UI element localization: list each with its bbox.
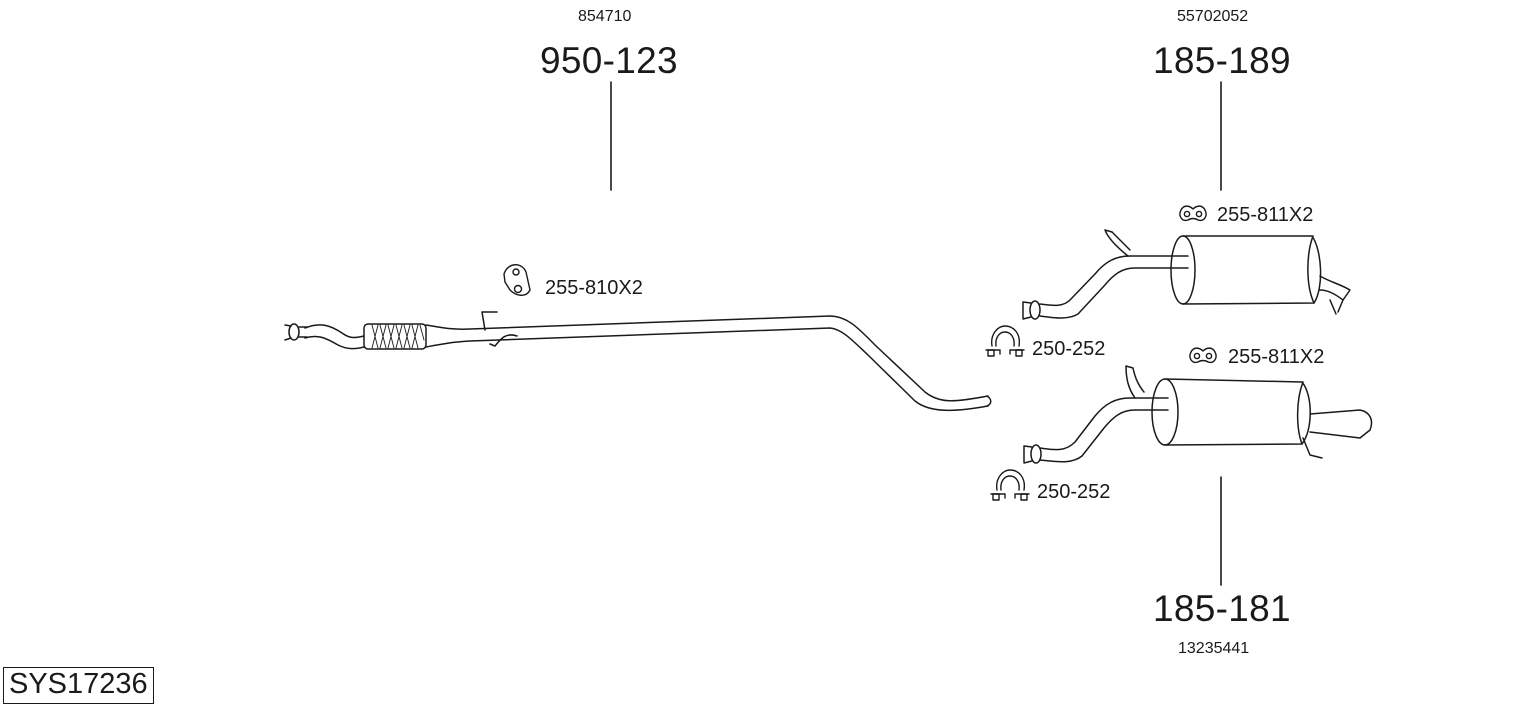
rubber-hanger-icon (503, 264, 531, 296)
accessory-label: 250-252 (1032, 338, 1106, 360)
accessory-label: 255-811X2 (1217, 204, 1314, 226)
rubber-mount-icon-b (1189, 347, 1217, 364)
part-number-label: 185-189 (1153, 40, 1291, 81)
part-number-label: 185-181 (1153, 588, 1291, 629)
accessory-label: 255-810X2 (545, 277, 643, 299)
oe-number-label: 854710 (578, 8, 632, 25)
rear-box-185-181-drawing (1023, 365, 1373, 464)
system-code-box: SYS17236 (3, 667, 154, 704)
accessory-label: 250-252 (1037, 481, 1111, 503)
rubber-mount-icon-a (1179, 205, 1207, 222)
oe-number-label: 13235441 (1178, 640, 1250, 657)
pipe-clamp-icon-b (990, 469, 1030, 501)
oe-number-label: 55702052 (1177, 8, 1249, 25)
pipe-clamp-icon-a (985, 325, 1025, 357)
rear-box-185-189-drawing (1022, 229, 1351, 320)
front-pipe-drawing (284, 311, 992, 412)
accessory-label: 255-811X2 (1228, 346, 1325, 368)
part-number-label: 950-123 (540, 40, 678, 81)
